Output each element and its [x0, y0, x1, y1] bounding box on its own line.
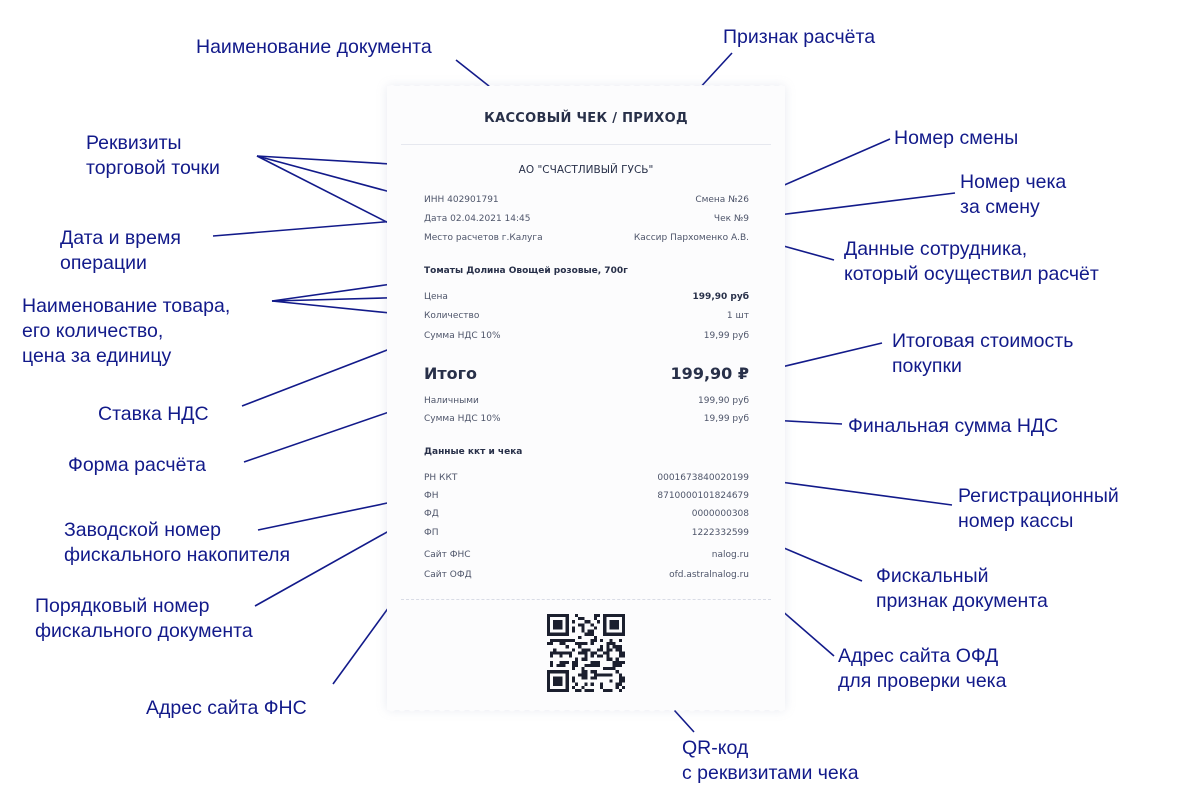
fd-label: ФД	[424, 509, 439, 519]
ofd-label: Сайт ОФД	[424, 570, 472, 580]
row-total-vat: Сумма НДС 10% 19,99 руб	[424, 411, 749, 427]
quantity-label: Количество	[424, 311, 480, 321]
total-row: Итого 199,90 ₽	[424, 364, 749, 383]
item-vat-label: Сумма НДС 10%	[424, 331, 501, 341]
receipt-dashed-divider	[401, 599, 771, 600]
kkt-section-title: Данные ккт и чека	[424, 447, 523, 457]
receipt-company: АО "СЧАСТЛИВЫЙ ГУСЬ"	[518, 164, 654, 176]
quantity-value: 1 шт	[726, 311, 749, 321]
cash-label: Наличными	[424, 396, 479, 406]
label-doc-name: Наименование документа	[196, 36, 432, 58]
fn-label: ФН	[424, 491, 439, 501]
row-item-vat: Сумма НДС 10% 19,99 руб	[424, 328, 749, 344]
product-name: Томаты Долина Овощей розовые, 700г	[424, 266, 628, 276]
total-value: 199,90 ₽	[670, 364, 749, 383]
cashier-text: Кассир Пархоменко А.В.	[633, 233, 749, 243]
cash-value: 199,90 руб	[698, 396, 749, 406]
rn-value: 0001673840020199	[657, 473, 749, 483]
fd-value: 0000000308	[691, 509, 749, 519]
row-quantity: Количество 1 шт	[424, 308, 749, 324]
label-pay-form: Форма расчёта	[68, 454, 206, 476]
receipt-top-edge	[387, 85, 785, 88]
total-vat-label: Сумма НДС 10%	[424, 414, 501, 424]
qr-code-icon	[547, 614, 625, 692]
shift-text: Смена №26	[695, 195, 749, 205]
label-fns-site: Адрес сайта ФНС	[146, 697, 307, 719]
fns-value: nalog.ru	[711, 550, 749, 560]
total-vat-value: 19,99 руб	[703, 414, 749, 424]
label-final-vat: Финальная сумма НДС	[848, 415, 1059, 437]
row-inn-shift: ИНН 402901791 Смена №26	[424, 192, 749, 208]
fp-label: ФП	[424, 528, 439, 538]
row-rn-kkt: РН ККТ 0001673840020199	[424, 470, 749, 486]
label-shift-number: Номер смены	[894, 127, 1019, 149]
rn-label: РН ККТ	[424, 473, 458, 483]
fp-value: 1222332599	[691, 528, 749, 538]
item-vat-value: 19,99 руб	[703, 331, 749, 341]
label-vat-rate: Ставка НДС	[98, 403, 209, 425]
row-fd: ФД 0000000308	[424, 506, 749, 522]
inn-text: ИНН 402901791	[424, 195, 499, 205]
ofd-value: ofd.astralnalog.ru	[669, 570, 749, 580]
row-cash: Наличными 199,90 руб	[424, 393, 749, 409]
row-fp: ФП 1222332599	[424, 525, 749, 541]
row-place-cashier: Место расчетов г.Калуга Кассир Пархоменк…	[424, 230, 749, 246]
receipt: КАССОВЫЙ ЧЕК / ПРИХОД АО "СЧАСТЛИВЫЙ ГУС…	[387, 85, 785, 712]
label-calc-sign: Признак расчёта	[723, 26, 876, 48]
total-label: Итого	[424, 364, 478, 383]
place-text: Место расчетов г.Калуга	[424, 233, 543, 243]
date-text: Дата 02.04.2021 14:45	[424, 214, 531, 224]
row-fn: ФН 8710000101824679	[424, 488, 749, 504]
label-product: Наименование товара,его количество,цена …	[22, 295, 231, 367]
check-number-text: Чек №9	[713, 214, 749, 224]
receipt-title: КАССОВЫЙ ЧЕК / ПРИХОД	[484, 111, 688, 126]
receipt-divider	[401, 144, 771, 145]
row-ofd-site: Сайт ОФД ofd.astralnalog.ru	[424, 567, 749, 583]
fn-value: 8710000101824679	[657, 491, 749, 501]
label-employee: Данные сотрудника,который осуществил рас…	[844, 238, 1099, 285]
row-date-check: Дата 02.04.2021 14:45 Чек №9	[424, 211, 749, 227]
row-fns-site: Сайт ФНС nalog.ru	[424, 547, 749, 563]
leader-datetime	[212, 218, 421, 237]
fns-label: Сайт ФНС	[424, 550, 471, 560]
price-label: Цена	[424, 292, 448, 302]
row-price: Цена 199,90 руб	[424, 289, 749, 305]
price-value: 199,90 руб	[692, 292, 749, 302]
receipt-bottom-edge	[387, 708, 785, 712]
